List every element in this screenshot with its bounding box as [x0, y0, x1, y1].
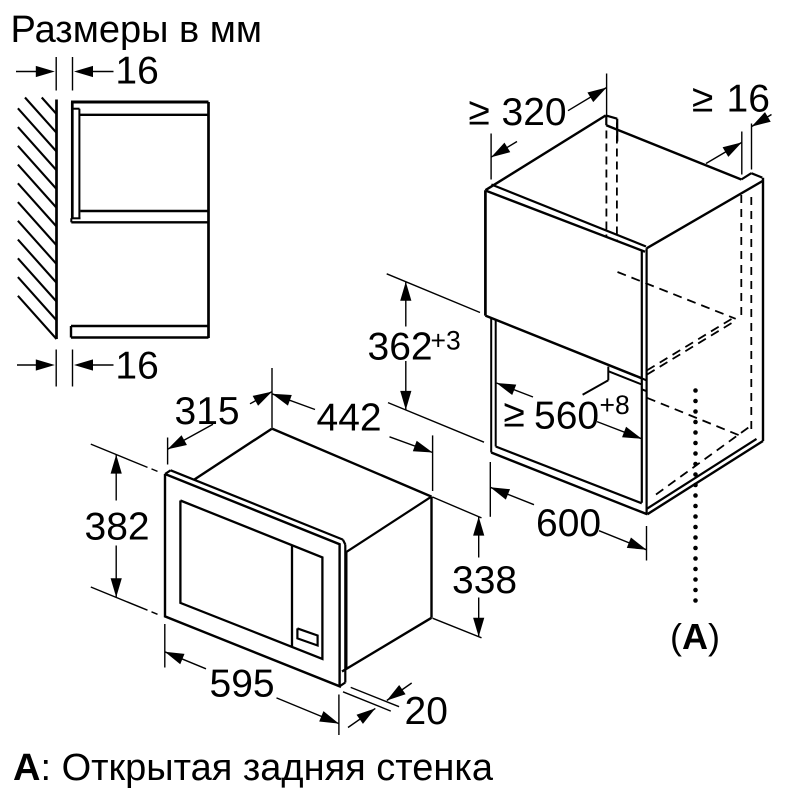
svg-text:16: 16: [727, 78, 770, 121]
svg-text:338: 338: [452, 559, 517, 602]
svg-text:320: 320: [502, 91, 567, 134]
svg-text:(А): (А): [670, 616, 720, 657]
svg-text:А: Открытая задняя стенка: А: Открытая задняя стенка: [13, 747, 494, 789]
svg-text:595: 595: [210, 663, 275, 706]
svg-text:315: 315: [175, 390, 240, 433]
svg-text:600: 600: [536, 502, 601, 545]
svg-text:560: 560: [534, 395, 599, 438]
svg-text:≥: ≥: [469, 91, 490, 134]
svg-text:Размеры в мм: Размеры в мм: [11, 9, 262, 51]
svg-text:362: 362: [368, 326, 433, 369]
svg-text:442: 442: [317, 397, 382, 440]
svg-text:+3: +3: [431, 326, 461, 356]
svg-text:≥: ≥: [692, 78, 713, 121]
svg-text:+8: +8: [600, 390, 630, 420]
svg-text:16: 16: [115, 50, 158, 93]
svg-text:16: 16: [115, 345, 158, 388]
svg-text:≥: ≥: [504, 393, 525, 436]
svg-text:20: 20: [405, 690, 448, 733]
svg-text:382: 382: [85, 506, 150, 549]
